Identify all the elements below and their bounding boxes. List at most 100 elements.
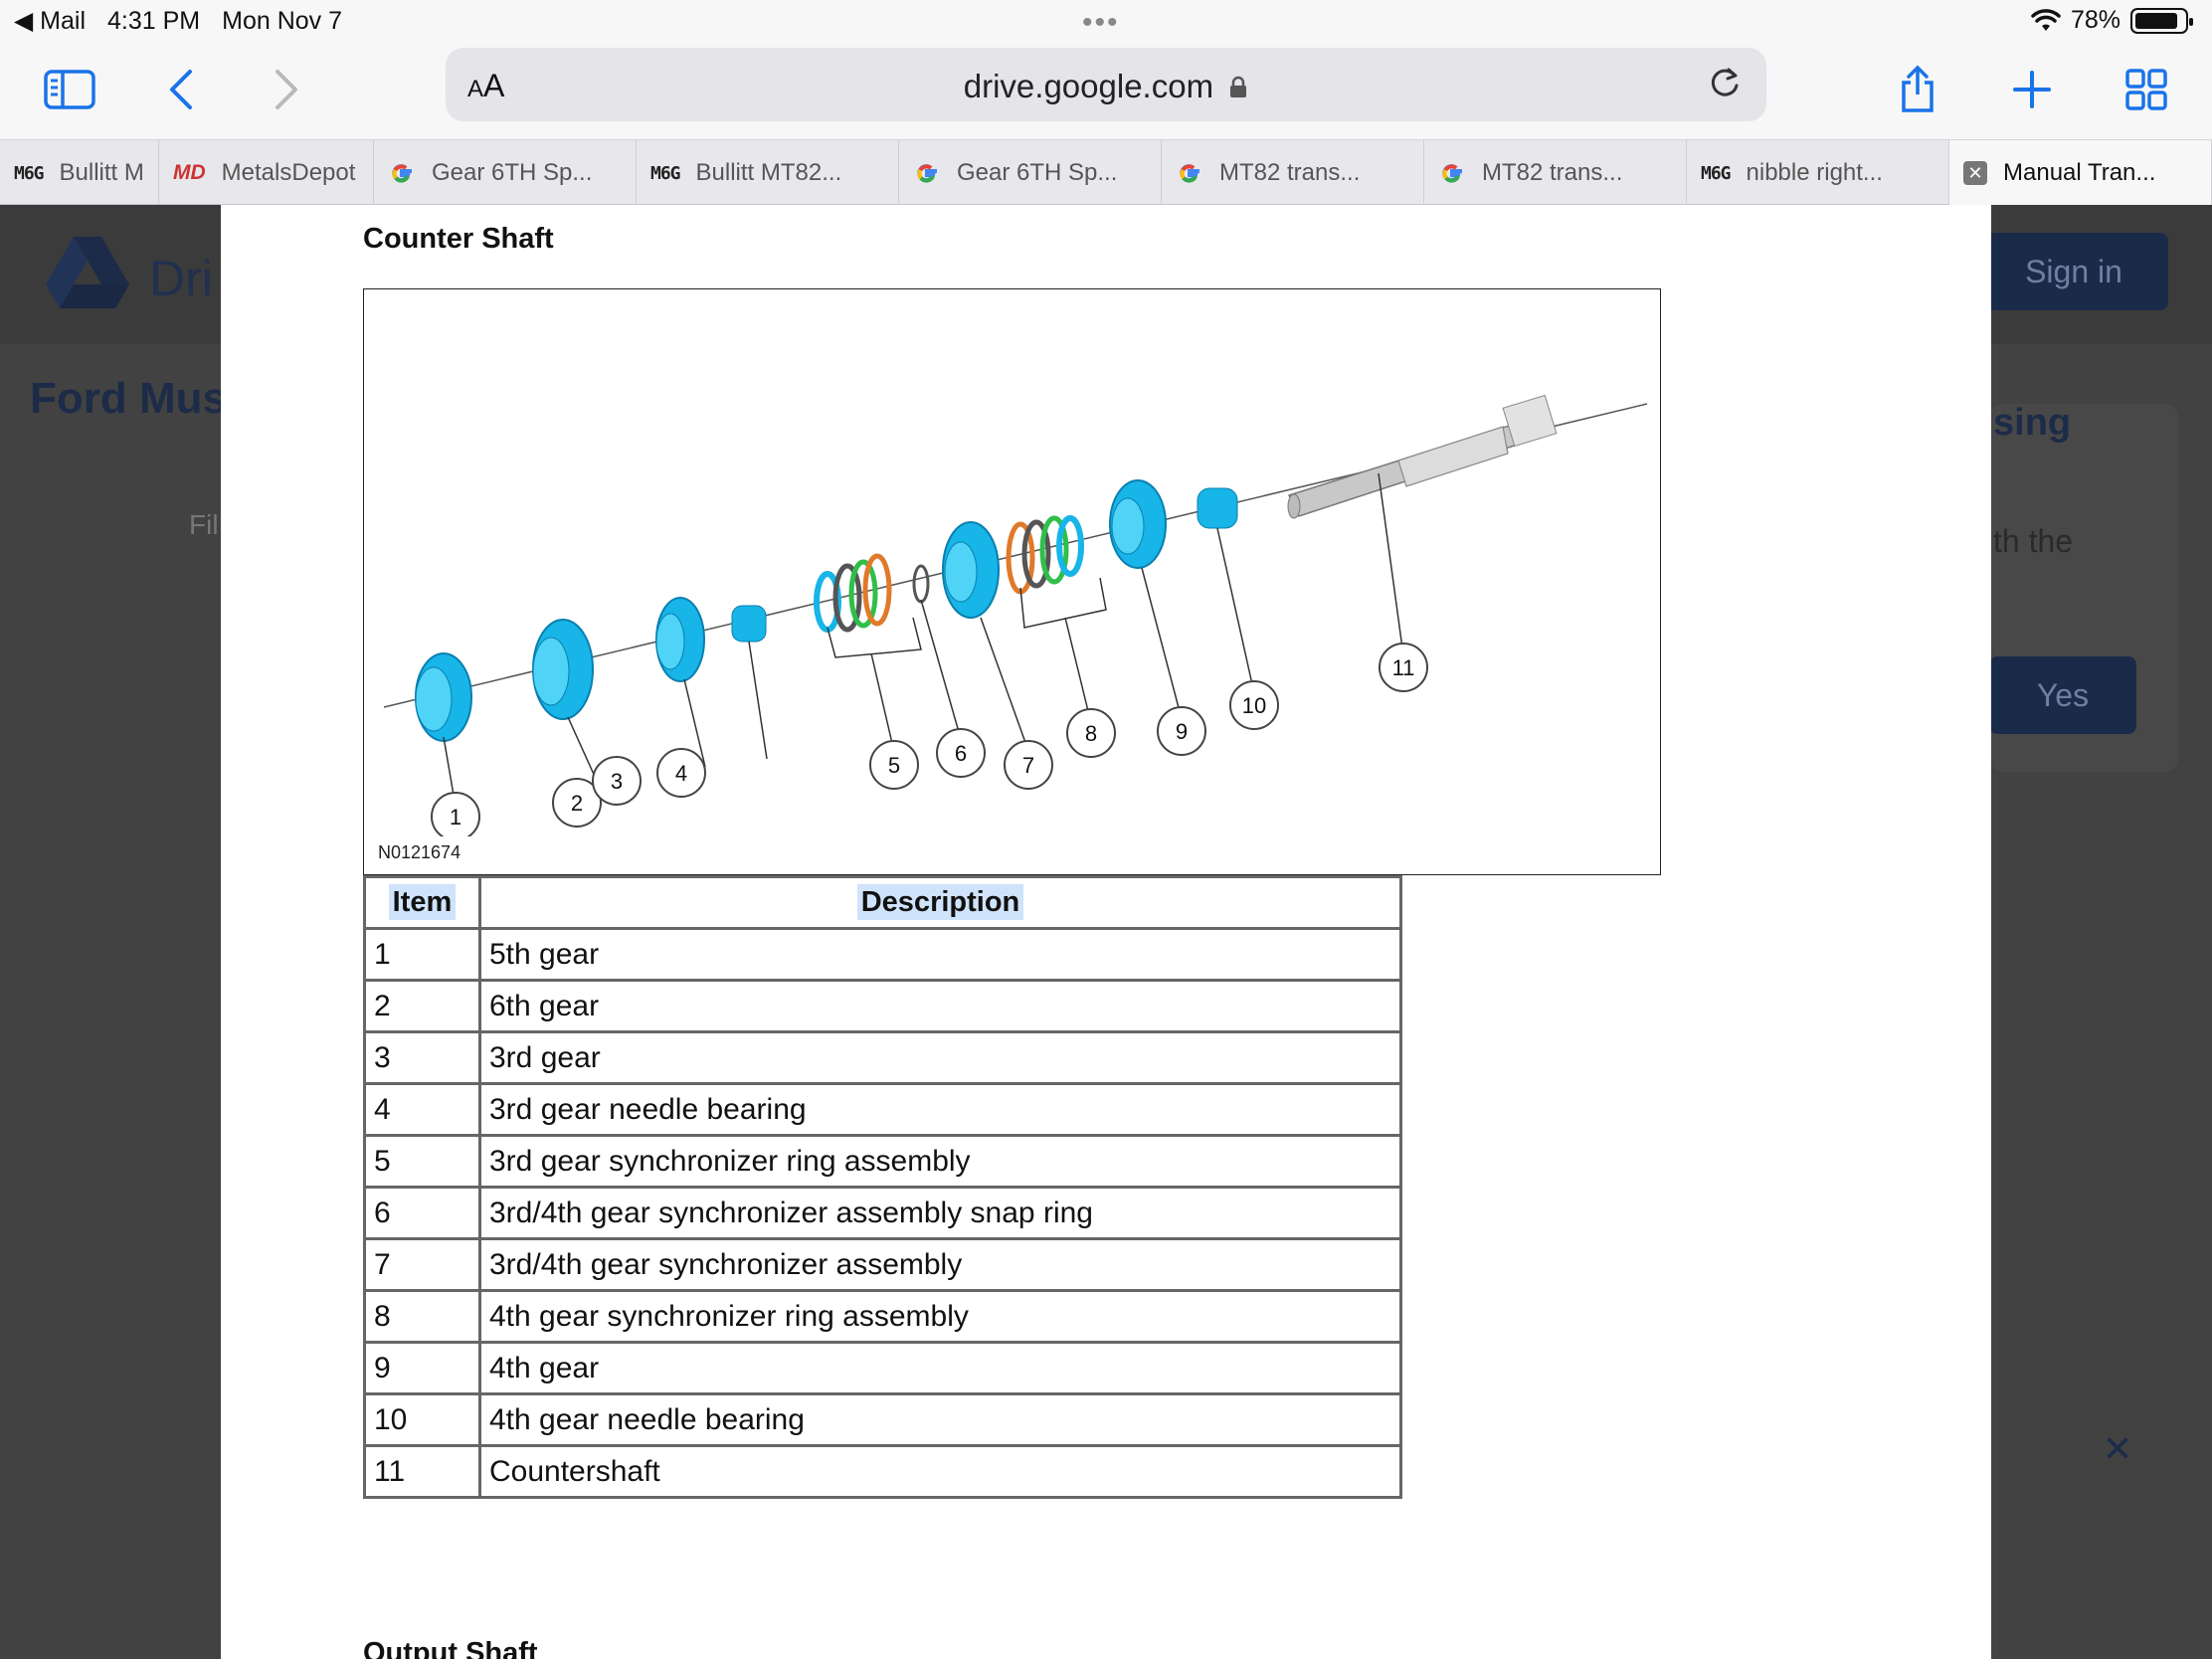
battery-icon bbox=[2130, 7, 2193, 34]
svg-text:3: 3 bbox=[611, 769, 623, 794]
callout-10: 10 bbox=[1229, 680, 1279, 730]
back-to-app-link[interactable]: ◀ Mail bbox=[14, 7, 87, 35]
description-cell: 3rd gear bbox=[478, 1030, 1402, 1085]
countershaft-part bbox=[1287, 394, 1558, 519]
tab-bullitt-mt82[interactable]: M6G Bullitt MT82... bbox=[637, 140, 899, 206]
text-size-button[interactable]: AA bbox=[467, 68, 505, 103]
lock-icon bbox=[1230, 76, 1247, 97]
new-tab-button[interactable] bbox=[2002, 60, 2062, 119]
battery-percent: 78% bbox=[2070, 6, 2120, 34]
file-title: Ford Mus bbox=[30, 374, 227, 423]
svg-text:11: 11 bbox=[1392, 655, 1415, 680]
item-cell: 4 bbox=[363, 1082, 481, 1137]
description-cell: 4th gear synchronizer ring assembly bbox=[478, 1289, 1402, 1344]
description-cell: 3rd gear needle bearing bbox=[478, 1082, 1402, 1137]
tab-overview-button[interactable] bbox=[2117, 60, 2176, 119]
back-button[interactable] bbox=[151, 60, 211, 119]
figure-id: N0121674 bbox=[378, 842, 461, 862]
mgg-favicon-icon: M6G bbox=[1701, 162, 1731, 184]
tab-gear-6th-1[interactable]: Gear 6TH Sp... bbox=[374, 140, 637, 206]
description-cell: 4th gear bbox=[478, 1341, 1402, 1395]
tab-metalsdepot[interactable]: MD MetalsDepot bbox=[159, 140, 374, 206]
share-button[interactable] bbox=[1888, 60, 1947, 119]
tab-label: Manual Tran... bbox=[2003, 159, 2156, 186]
tab-label: nibble right... bbox=[1746, 159, 1883, 186]
callout-1: 1 bbox=[431, 792, 480, 836]
tab-manual-tran-active[interactable]: ✕ Manual Tran... bbox=[1949, 140, 2212, 206]
reload-button[interactable] bbox=[1707, 66, 1743, 106]
tab-mt82-trans-1[interactable]: MT82 trans... bbox=[1162, 140, 1424, 206]
google-favicon-icon bbox=[1180, 164, 1199, 183]
item-cell: 1 bbox=[363, 927, 481, 982]
close-tab-icon[interactable]: ✕ bbox=[1963, 161, 1987, 185]
reload-icon bbox=[1711, 68, 1739, 96]
google-favicon-icon bbox=[1442, 164, 1462, 183]
next-section-title: Output Shaft bbox=[363, 1637, 538, 1659]
tab-bullitt-1[interactable]: M6G Bullitt M bbox=[0, 140, 159, 206]
document-viewer[interactable]: Counter Shaft bbox=[221, 205, 1991, 1659]
google-favicon-icon bbox=[392, 164, 412, 183]
svg-text:10: 10 bbox=[1242, 693, 1266, 718]
tab-gear-6th-2[interactable]: Gear 6TH Sp... bbox=[899, 140, 1162, 206]
table-header-row: Item Description bbox=[363, 875, 1402, 930]
status-bar: ◀ Mail 4:31 PM Mon Nov 7 ••• 78% bbox=[0, 0, 2212, 42]
item-column-header: Item bbox=[363, 875, 481, 930]
description-cell: 6th gear bbox=[478, 979, 1402, 1033]
item-cell: 6 bbox=[363, 1186, 481, 1240]
tab-nibble-right[interactable]: M6G nibble right... bbox=[1687, 140, 1949, 206]
section-title: Counter Shaft bbox=[363, 223, 554, 255]
yes-button[interactable]: Yes bbox=[1989, 656, 2136, 734]
web-page: Dri Ford Mus Fil Sign in sing th the Yes… bbox=[0, 205, 2212, 1659]
tab-label: Gear 6TH Sp... bbox=[432, 159, 593, 186]
tab-label: MT82 trans... bbox=[1219, 159, 1361, 186]
sign-in-button[interactable]: Sign in bbox=[1979, 233, 2168, 310]
address-bar[interactable]: AA drive.google.com bbox=[446, 48, 1766, 121]
tab-label: MetalsDepot bbox=[221, 159, 356, 186]
tab-label: Gear 6TH Sp... bbox=[957, 159, 1118, 186]
md-favicon-icon: MD bbox=[173, 161, 206, 184]
svg-text:1: 1 bbox=[450, 805, 461, 830]
gear-parts bbox=[415, 479, 1238, 742]
callout-leaders bbox=[443, 472, 1404, 808]
sidebar-icon bbox=[44, 70, 95, 109]
share-icon bbox=[1902, 65, 1934, 112]
svg-text:6: 6 bbox=[955, 741, 967, 766]
item-cell: 8 bbox=[363, 1289, 481, 1344]
google-drive-logo-icon bbox=[46, 237, 129, 308]
side-card-text: th the bbox=[1993, 523, 2074, 559]
tab-grid-icon bbox=[2125, 69, 2167, 110]
item-cell: 7 bbox=[363, 1237, 481, 1292]
callout-9: 9 bbox=[1157, 706, 1206, 756]
description-cell: 3rd/4th gear synchronizer assembly bbox=[478, 1237, 1402, 1292]
callout-4: 4 bbox=[656, 748, 706, 798]
tab-label: MT82 trans... bbox=[1482, 159, 1623, 186]
status-time: 4:31 PM bbox=[107, 6, 201, 35]
description-cell: 3rd gear synchronizer ring assembly bbox=[478, 1134, 1402, 1189]
sidebar-toggle-button[interactable] bbox=[40, 60, 99, 119]
tab-mt82-trans-2[interactable]: MT82 trans... bbox=[1424, 140, 1687, 206]
multitasking-dots-icon[interactable]: ••• bbox=[1082, 6, 1120, 39]
item-cell: 10 bbox=[363, 1392, 481, 1447]
svg-text:9: 9 bbox=[1176, 719, 1188, 744]
callout-7: 7 bbox=[1004, 740, 1053, 790]
status-date: Mon Nov 7 bbox=[222, 6, 343, 35]
callout-8: 8 bbox=[1066, 708, 1116, 758]
item-cell: 11 bbox=[363, 1444, 481, 1499]
description-cell: 5th gear bbox=[478, 927, 1402, 982]
item-cell: 3 bbox=[363, 1030, 481, 1085]
mgg-favicon-icon: M6G bbox=[650, 162, 680, 184]
browser-toolbar: AA drive.google.com bbox=[0, 42, 2212, 139]
svg-text:7: 7 bbox=[1022, 753, 1034, 778]
callout-3: 3 bbox=[592, 756, 642, 806]
filter-label: Fil bbox=[189, 509, 219, 540]
chevron-right-icon bbox=[276, 70, 297, 109]
close-icon[interactable]: ✕ bbox=[2103, 1428, 2133, 1469]
forward-button[interactable] bbox=[257, 60, 316, 119]
description-cell: 4th gear needle bearing bbox=[478, 1392, 1402, 1447]
